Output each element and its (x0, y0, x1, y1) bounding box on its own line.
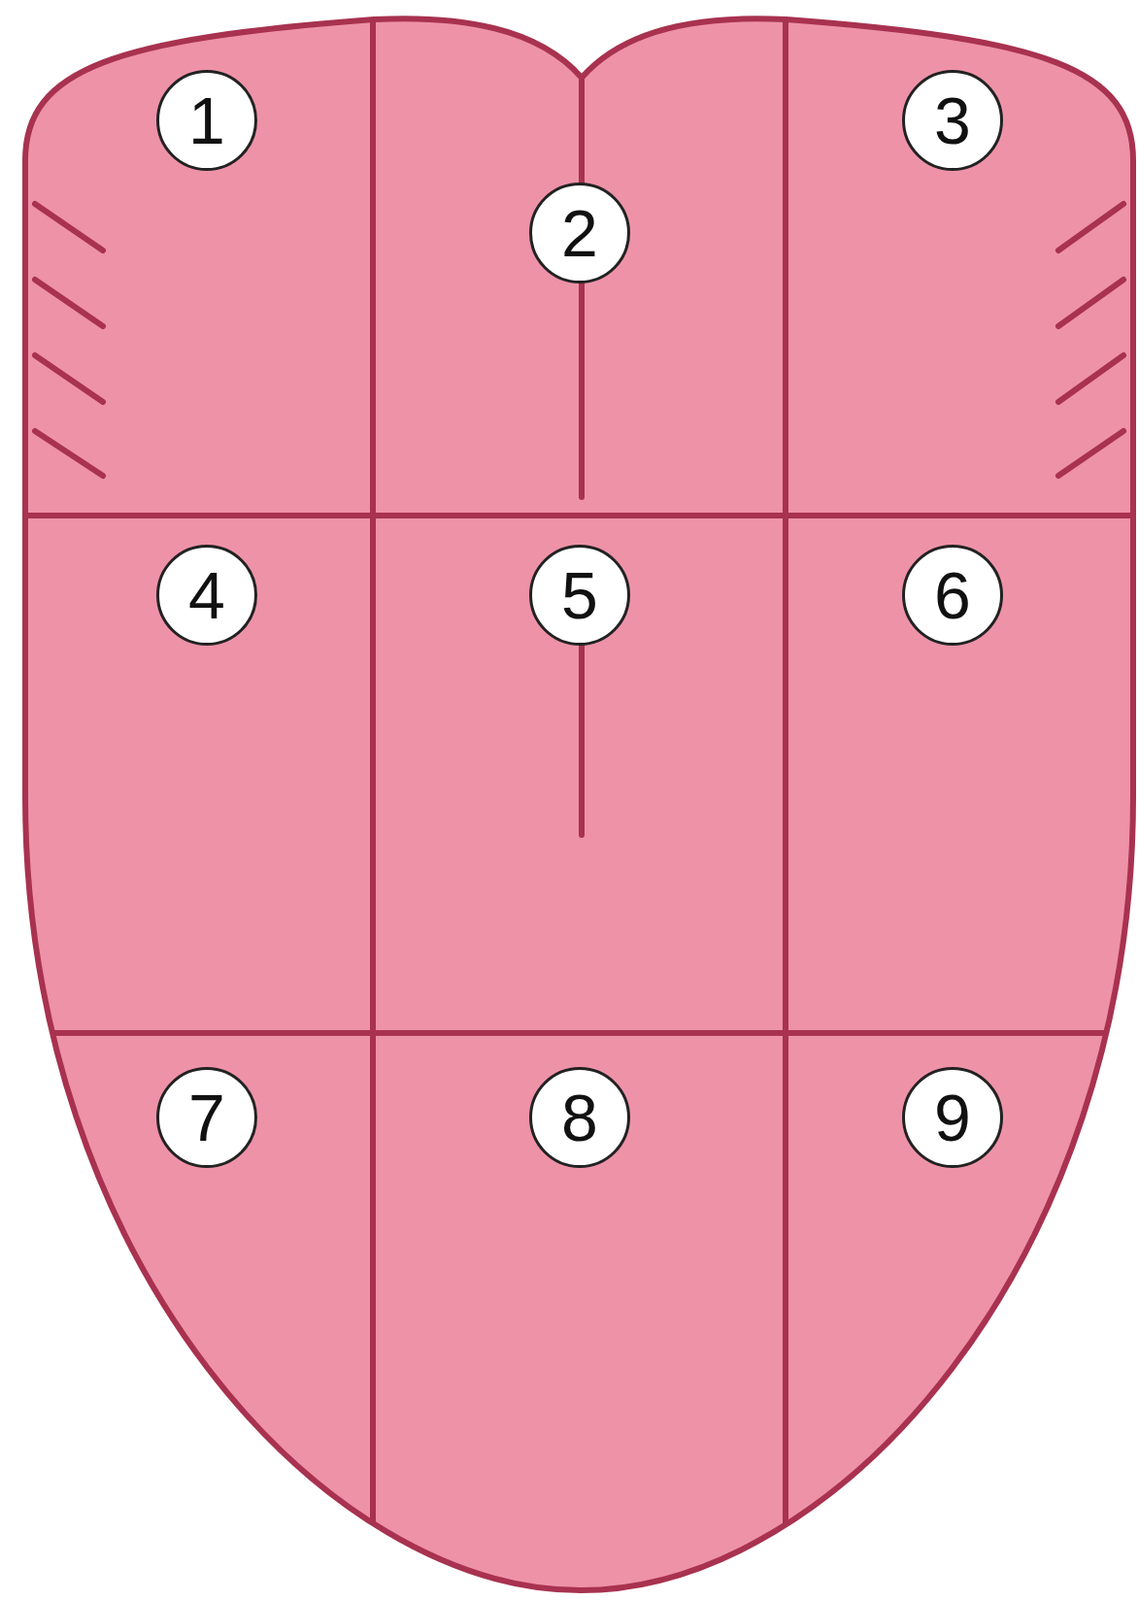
callout-number: 8 (561, 1084, 599, 1151)
callout-circle: 2 (529, 182, 631, 284)
callout-circle: 8 (529, 1067, 631, 1169)
callout-number: 6 (934, 562, 972, 629)
callout-number: 5 (561, 562, 599, 629)
callout-number: 4 (188, 562, 226, 629)
callout-number: 1 (188, 87, 226, 154)
callout-circle: 9 (902, 1067, 1004, 1169)
callout-circle: 5 (529, 544, 631, 646)
callout-number: 7 (188, 1084, 226, 1151)
callout-circle: 7 (156, 1067, 258, 1169)
callout-number: 3 (934, 87, 972, 154)
callout-number: 2 (561, 200, 599, 267)
callout-circle: 4 (156, 544, 258, 646)
callout-circle: 6 (902, 544, 1004, 646)
callout-number: 9 (934, 1084, 972, 1151)
callout-circle: 1 (156, 69, 258, 171)
tongue-outline (25, 18, 1134, 1591)
tongue-fill (25, 18, 1134, 1591)
callout-circle: 3 (902, 69, 1004, 171)
